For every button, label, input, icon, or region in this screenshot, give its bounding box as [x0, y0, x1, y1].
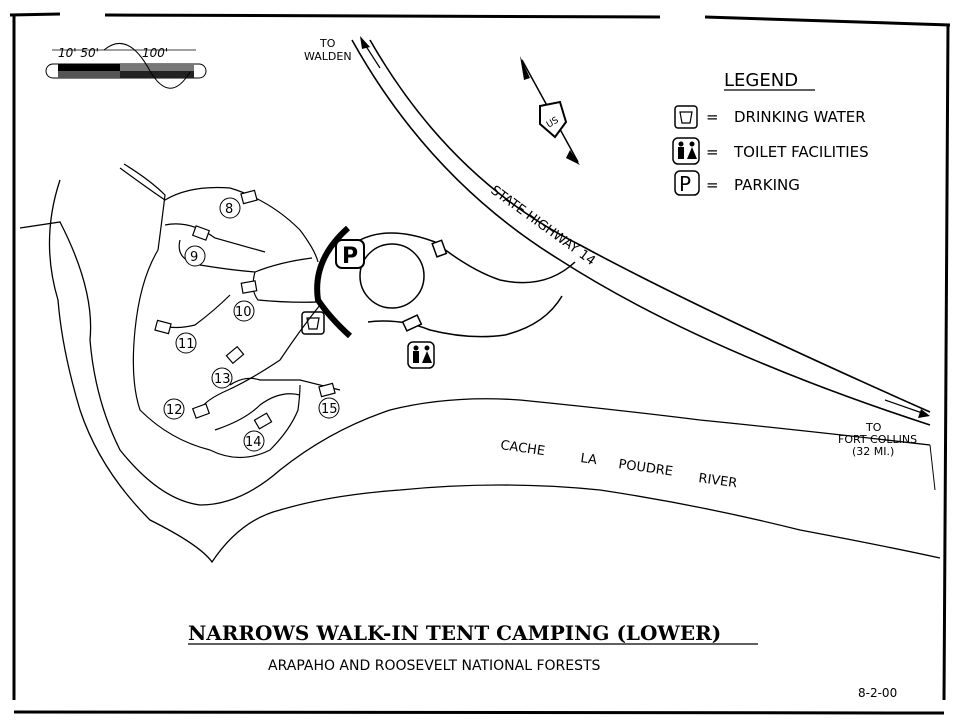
toilet-icon [407, 341, 435, 369]
parking-symbol: P [342, 244, 358, 269]
campsite-8-label: 8 [225, 202, 233, 217]
scale-label-left: 10' 50' [58, 46, 99, 60]
highway-label: STATE HIGHWAY 14 [488, 183, 598, 269]
campsite-9-label: 9 [190, 250, 198, 265]
river-word-4: RIVER [697, 471, 738, 491]
scale-label-right: 100' [142, 46, 168, 60]
to-fort-collins-line-1: TO [865, 421, 882, 434]
legend-item-drinking-water: = DRINKING WATER [674, 105, 866, 129]
to-walden-line-2: WALDEN [304, 50, 352, 63]
to-walden-label: TO WALDEN [304, 37, 352, 63]
north-arrow: US [520, 56, 580, 165]
campsite-markers [154, 189, 336, 430]
campsite-14-label: 14 [245, 435, 262, 450]
legend-label-toilet: TOILET FACILITIES [733, 143, 869, 161]
campground-access-road [359, 232, 576, 338]
campsite-10: 10 [233, 300, 255, 322]
to-walden-line-1: TO [319, 37, 336, 50]
legend: LEGEND = DRINKING WATER = TOILET FACILIT… [672, 70, 869, 196]
state-highway-14 [351, 39, 931, 426]
campsite-13-label: 13 [214, 372, 231, 387]
campsite-15: 15 [318, 397, 340, 419]
map-date: 8-2-00 [858, 686, 897, 700]
campsite-11: 11 [175, 332, 197, 354]
to-fort-collins-line-3: (32 MI.) [852, 445, 894, 458]
campsite-9: 9 [184, 245, 206, 267]
legend-separator-1: = [706, 108, 719, 126]
drinking-water-icon [301, 311, 325, 335]
campsite-10-label: 10 [235, 305, 252, 320]
legend-label-parking: PARKING [734, 176, 800, 194]
parking-icon: P [679, 172, 691, 196]
drinking-water-icon [679, 111, 693, 124]
campsite-11-label: 11 [178, 337, 195, 352]
scale-bar: 10' 50' 100' [45, 42, 207, 89]
to-fort-collins-label: TO FORT COLLINS (32 MI.) [838, 421, 917, 458]
usfs-badge-icon: US [539, 100, 568, 139]
legend-separator-2: = [706, 143, 719, 161]
campsite-14: 14 [243, 430, 265, 452]
campsite-12: 12 [163, 398, 185, 420]
campsite-8: 8 [219, 197, 241, 219]
legend-item-parking: P = PARKING [674, 170, 800, 196]
legend-item-toilet: = TOILET FACILITIES [672, 137, 869, 165]
campsite-numbers: 8 9 10 11 12 13 14 15 [163, 197, 340, 452]
to-fort-collins-line-2: FORT COLLINS [838, 433, 917, 446]
legend-separator-3: = [706, 176, 719, 194]
terrain-outline [19, 179, 941, 564]
highway-direction-arrows [360, 36, 930, 418]
parking-icon: P [335, 239, 365, 269]
river-label: CACHE LA POUDRE RIVER [499, 438, 738, 491]
campsite-13: 13 [211, 367, 233, 389]
legend-label-drinking-water: DRINKING WATER [734, 108, 866, 126]
map-frame [9, 12, 951, 715]
river-word-1: CACHE [499, 438, 545, 459]
campsite-12-label: 12 [166, 403, 183, 418]
river-word-3: POUDRE [617, 457, 673, 479]
map-subtitle: ARAPAHO AND ROOSEVELT NATIONAL FORESTS [268, 658, 601, 674]
legend-title: LEGEND [724, 70, 798, 91]
river-edge [929, 444, 936, 491]
campsite-15-label: 15 [321, 402, 338, 417]
toilet-building [401, 239, 448, 332]
map-title: NARROWS WALK-IN TENT CAMPING (LOWER) [188, 621, 721, 645]
toilet-icon [678, 141, 697, 159]
river-word-2: LA [579, 451, 597, 468]
campground-trails [119, 163, 341, 459]
